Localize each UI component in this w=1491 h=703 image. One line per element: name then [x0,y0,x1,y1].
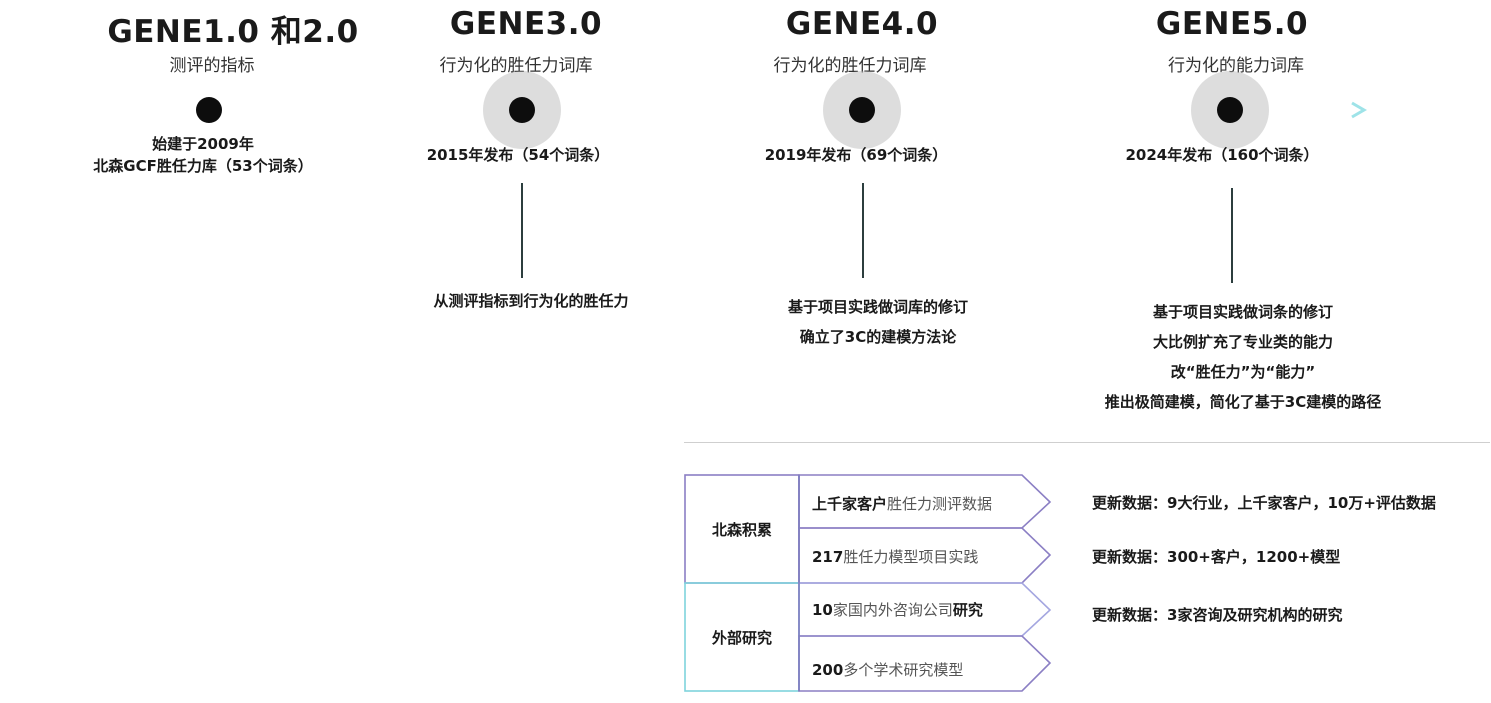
milestone-dot [509,97,535,123]
source-row-text: 多个学术研究模型 [843,661,964,679]
milestone-dot [849,97,875,123]
update-note: 更新数据：9大行业，上千家客户，10万+评估数据 [1092,494,1436,512]
milestone-release: 始建于2009年 北森GCF胜任力库（53个词条） [93,133,312,177]
milestone-dot [196,97,222,123]
source-row: 217胜任力模型项目实践 [812,546,978,567]
source-row-emphasis: 217 [812,548,844,566]
release-line: 2015年发布（54个词条） [426,146,610,164]
release-line: 始建于2009年 [152,135,254,153]
description-line: 确立了3C的建模方法论 [799,328,957,346]
source-row-text: 胜任力模型项目实践 [843,548,979,566]
milestone-subtitle: 行为化的胜任力词库 [439,56,593,76]
milestone-release: 2024年发布（160个词条） [1125,144,1318,166]
milestone-description: 从测评指标到行为化的胜任力 [433,286,628,316]
release-line: 2024年发布（160个词条） [1125,146,1319,164]
update-note: 更新数据：300+客户，1200+模型 [1092,548,1341,566]
milestone-description: 基于项目实践做词库的修订 确立了3C的建模方法论 [788,292,968,352]
milestone-title: GENE3.0 [449,6,603,42]
milestone-subtitle: 测评的指标 [169,56,255,76]
source-row-emphasis: 研究 [952,601,983,619]
release-line: 2019年发布（69个词条） [764,146,948,164]
milestone-release: 2019年发布（69个词条） [765,144,948,166]
milestone-connector [862,183,864,278]
milestone-connector [1231,188,1233,283]
milestone-release: 2015年发布（54个词条） [427,144,610,166]
milestone-description: 基于项目实践做词条的修订 大比例扩充了专业类的能力 改“胜任力”为“能力” 推出… [1105,297,1381,417]
description-line: 基于项目实践做词库的修订 [787,298,969,316]
source-group-label: 外部研究 [711,628,772,647]
timeline-axis [0,101,1367,119]
source-row-emphasis: 200 [812,661,844,679]
source-row-emphasis: 上千家客户 [812,495,888,513]
update-note: 更新数据：3家咨询及研究机构的研究 [1092,606,1343,624]
sources-frame [684,474,1052,692]
milestone-subtitle: 行为化的胜任力词库 [773,56,927,76]
source-row-text: 家国内外咨询公司 [832,601,953,619]
section-divider [684,442,1490,443]
source-row: 10家国内外咨询公司研究 [812,599,983,620]
milestone-dot [1217,97,1243,123]
milestone-subtitle: 行为化的能力词库 [1168,56,1304,76]
source-row: 200多个学术研究模型 [812,659,963,680]
milestone-title: GENE4.0 [785,6,939,42]
source-row-text: 胜任力测评数据 [887,495,993,513]
source-row: 上千家客户胜任力测评数据 [812,493,992,514]
description-line: 大比例扩充了专业类的能力 [1152,333,1334,351]
release-line: 北森GCF胜任力库（53个词条） [93,157,313,175]
milestone-connector [521,183,523,278]
description-line: 从测评指标到行为化的胜任力 [433,292,629,310]
source-row-emphasis: 10 [812,601,833,619]
milestone-title: GENE5.0 [1155,6,1309,42]
milestone-title: GENE1.0 和2.0 [107,14,359,50]
description-line: 基于项目实践做词条的修订 [1152,303,1334,321]
description-line: 改“胜任力”为“能力” [1170,363,1316,381]
description-line: 推出极简建模，简化了基于3C建模的路径 [1104,393,1382,411]
source-group-label: 北森积累 [711,520,772,539]
timeline-arrow-head [1351,101,1367,119]
